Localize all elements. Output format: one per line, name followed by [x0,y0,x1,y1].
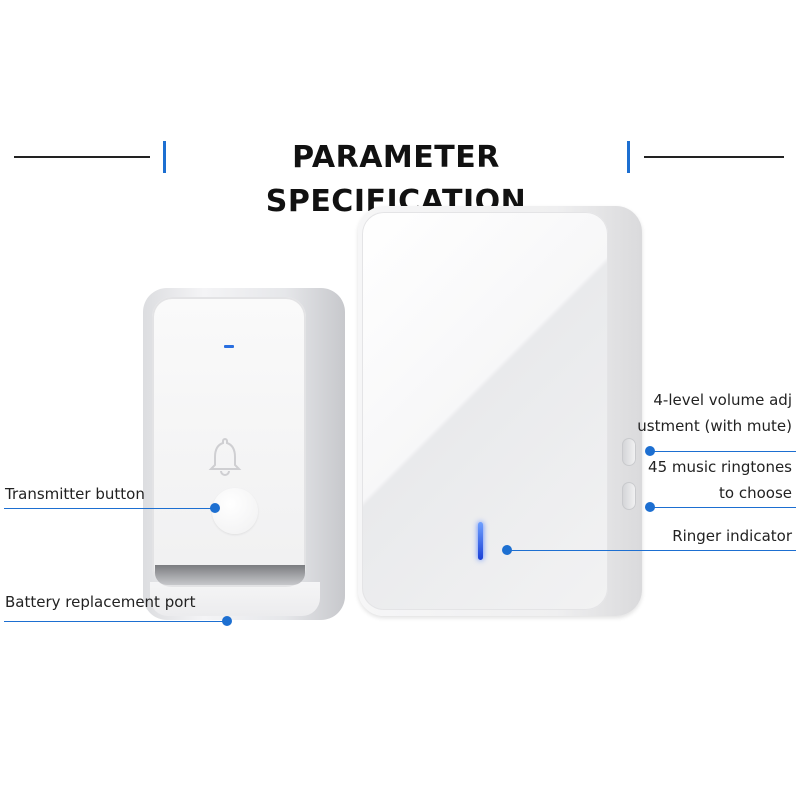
label-ringer-indicator: Ringer indicator [672,527,792,545]
title-bar-left [163,141,166,173]
pointer-line-volume [650,451,796,452]
transmitter-band [155,565,305,585]
label-battery-port: Battery replacement port [5,593,196,611]
ringtone-side-button[interactable] [622,482,636,510]
pointer-line-battery [4,621,228,622]
label-volume-line2: ustment (with mute) [637,417,792,435]
receiver-face [362,212,608,610]
transmitter-led [224,345,234,348]
title-bar-right [627,141,630,173]
title-rule-left [14,156,150,158]
pointer-dot-battery [222,616,232,626]
ringer-led [478,522,483,560]
label-transmitter-button: Transmitter button [5,485,145,503]
pointer-line-transmitter [4,508,216,509]
pointer-dot-transmitter [210,503,220,513]
pointer-line-ringtones [650,507,796,508]
transmitter-press-button[interactable] [212,488,258,534]
label-volume-line1: 4-level volume adj [653,391,792,409]
pointer-line-ringer [507,550,796,551]
volume-side-button[interactable] [622,438,636,466]
title-rule-right [644,156,784,158]
page-title: PARAMETER SPECIFICATION [265,140,527,219]
label-ringtones-line1: 45 music ringtones [648,458,792,476]
transmitter-base [150,582,320,616]
bell-icon [208,437,242,476]
label-ringtones-line2: to choose [719,484,792,502]
